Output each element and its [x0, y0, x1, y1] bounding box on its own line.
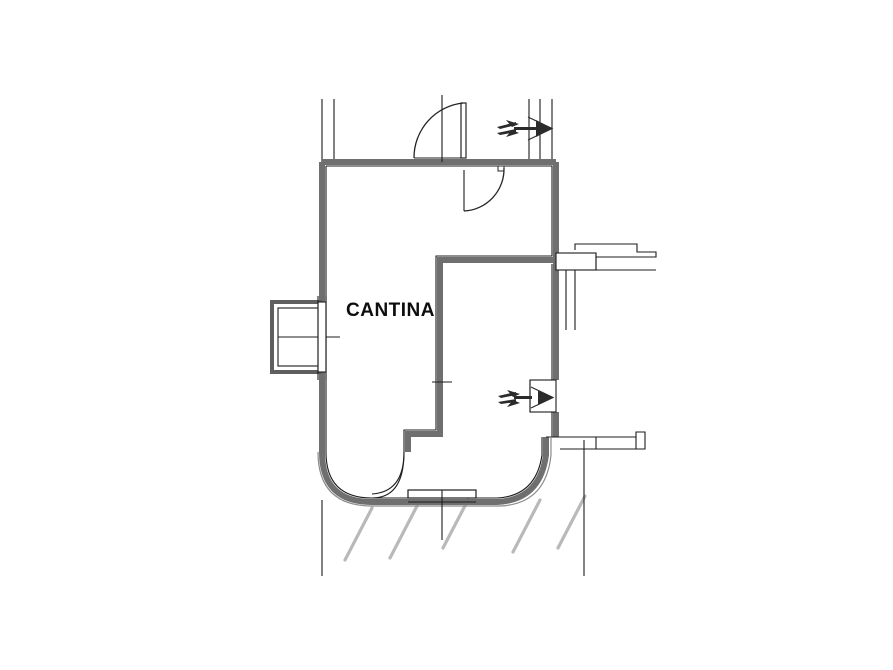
door-swing-top-right: [463, 165, 505, 212]
ramp-hatching: [343, 494, 587, 562]
window-niche-left: [270, 296, 340, 380]
room-label-cantina: CANTINA: [346, 300, 435, 321]
reference-ticks: [430, 95, 456, 540]
entrance-arrow-top-icon: [497, 116, 554, 141]
context-lines: [321, 99, 585, 576]
fixture-right-lower: [546, 431, 646, 450]
entrance-arrow-bottom-icon: [498, 379, 557, 413]
fixture-right-upper: [555, 243, 657, 330]
door-swing-top-left: [413, 102, 467, 159]
rounded-corner-outer-face: [317, 438, 552, 507]
